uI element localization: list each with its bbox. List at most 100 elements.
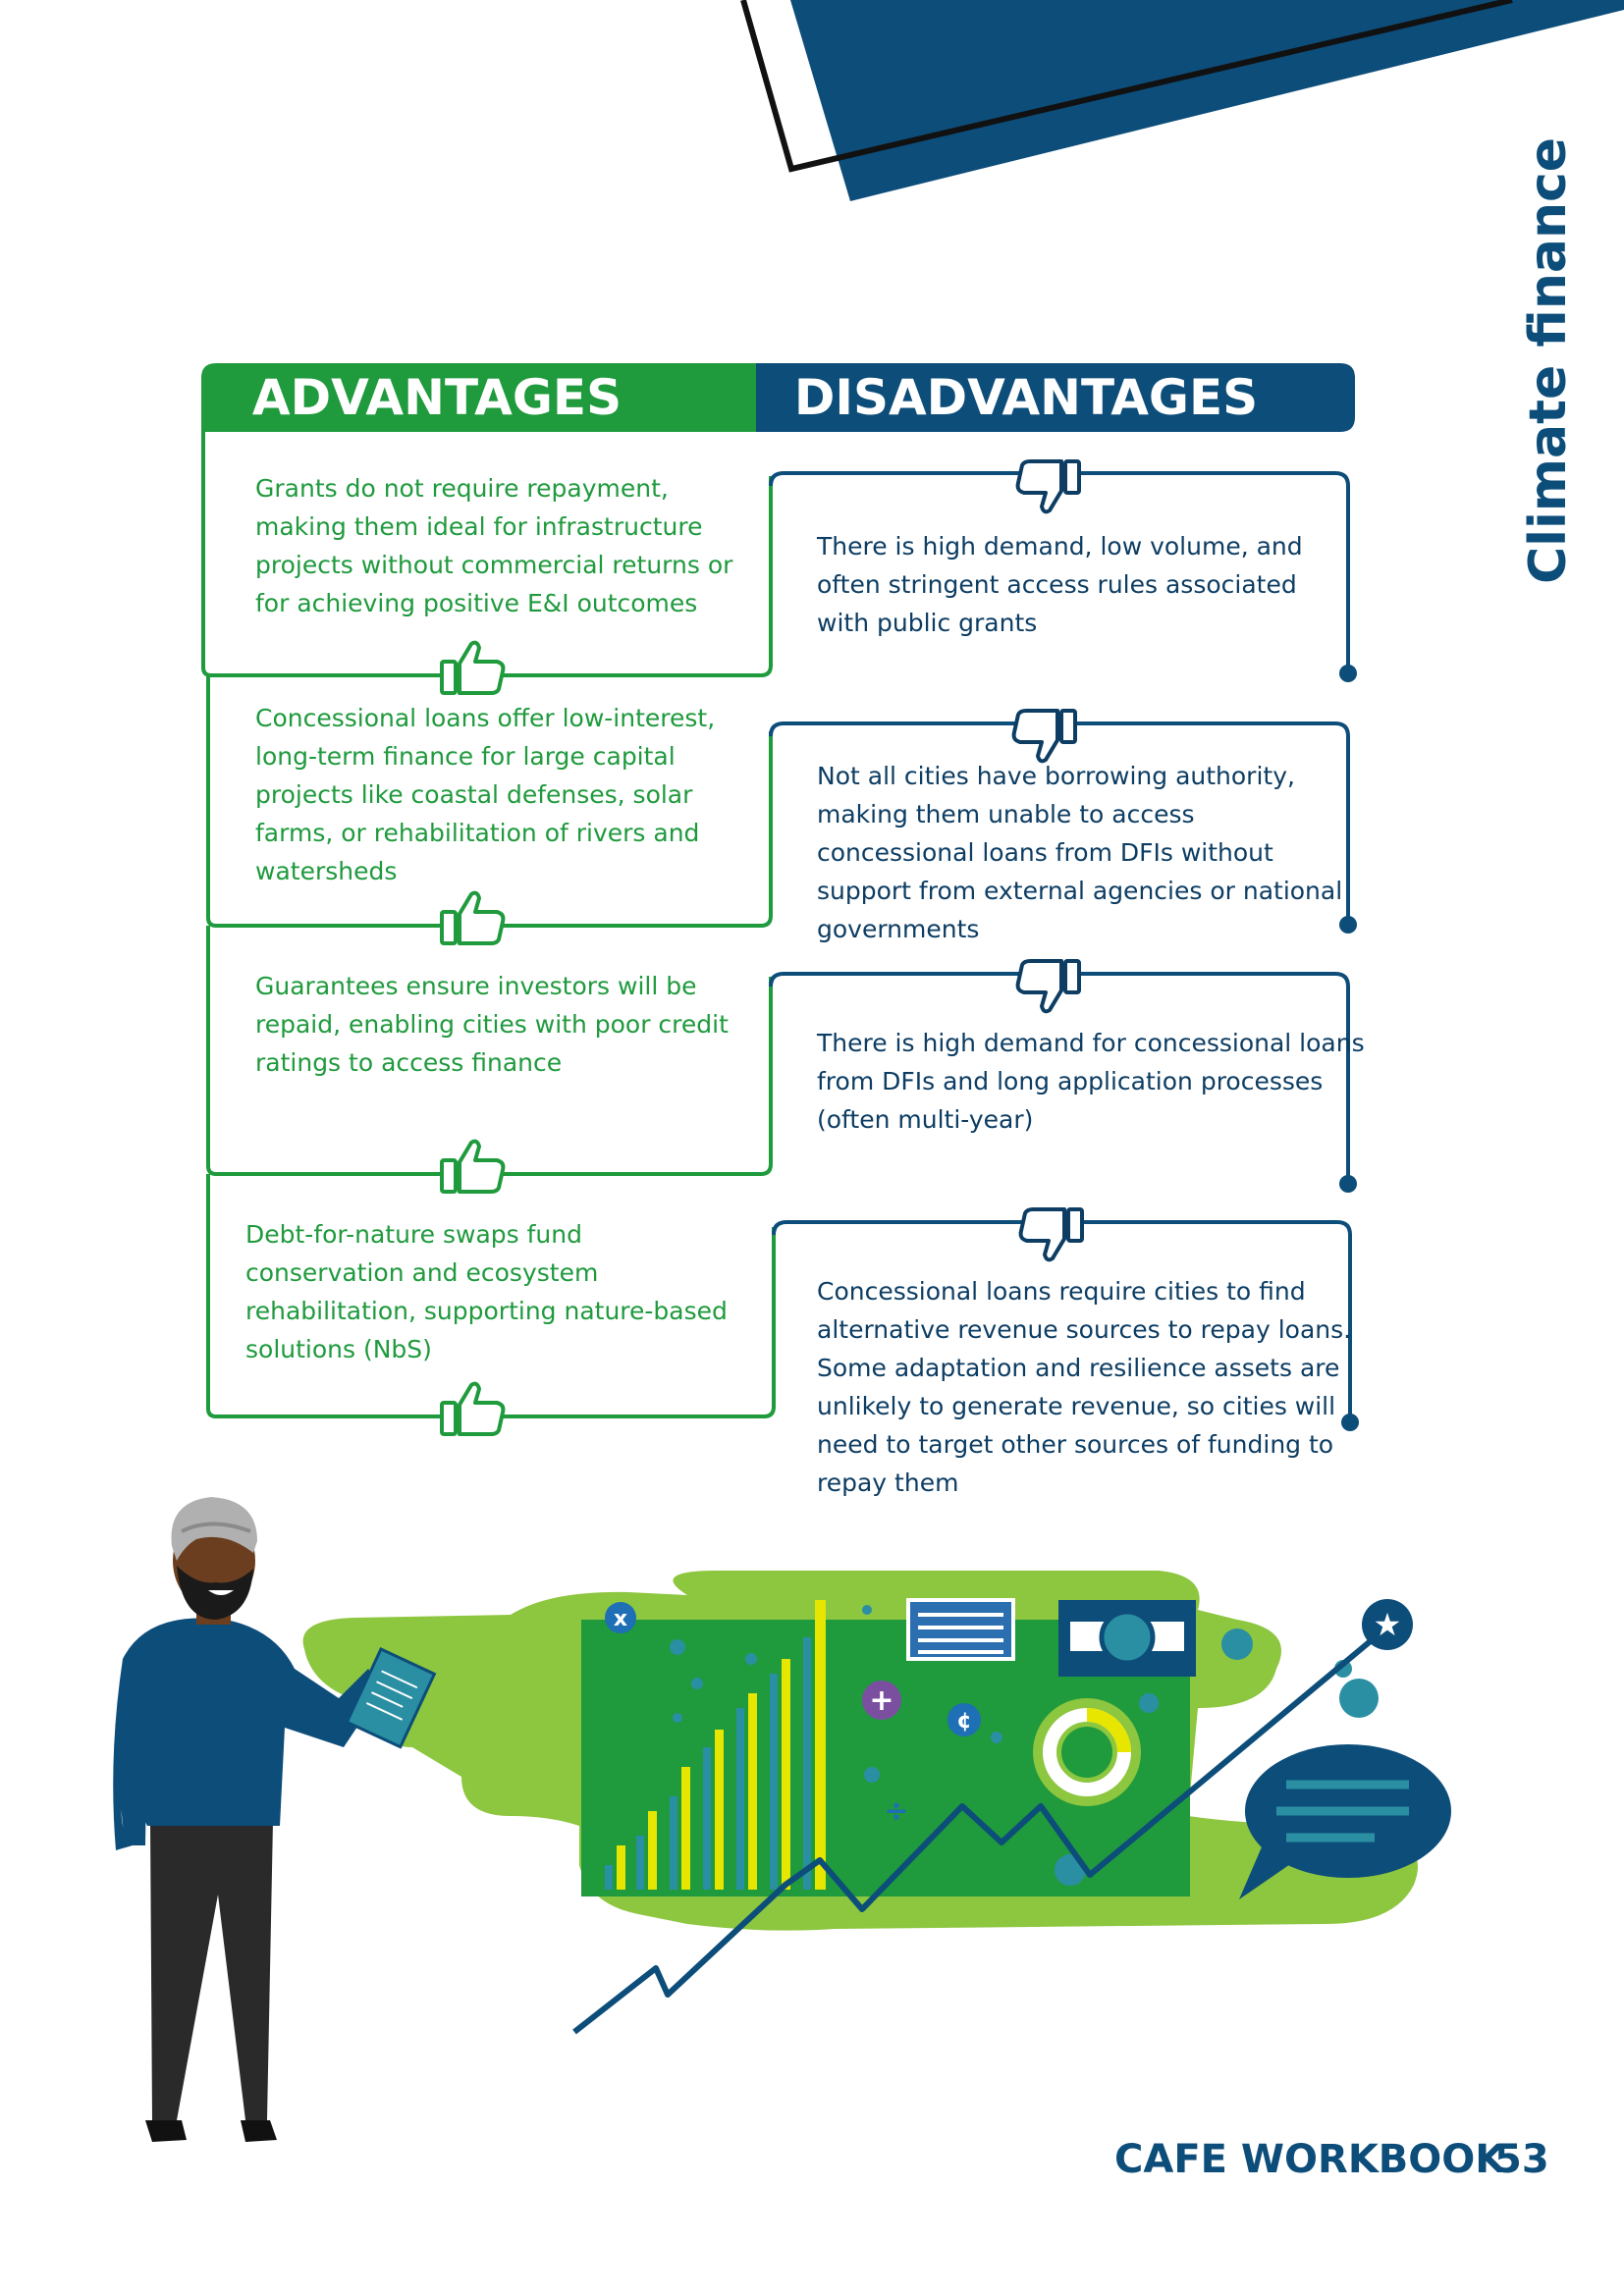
bar-teal <box>703 1747 711 1890</box>
presenter-smile <box>208 1590 234 1595</box>
thumbs-down-icon <box>1018 1207 1084 1262</box>
text-line: alternative revenue sources to repay loa… <box>817 1315 1352 1344</box>
text-line: often stringent access rules associated <box>817 570 1297 599</box>
presenter-turban <box>171 1497 257 1561</box>
text-line: conservation and ecosystem <box>245 1258 599 1287</box>
bar-chart-bars <box>605 1600 826 1890</box>
text-line: Concessional loans offer low-interest, <box>255 704 716 732</box>
disadvantage-end-dots <box>1339 665 1359 1431</box>
presenter-figure <box>113 1497 437 2142</box>
text-line: rehabilitation, supporting nature-based <box>245 1297 728 1325</box>
text-line: projects without commercial returns or <box>255 551 733 579</box>
bar-yellow <box>715 1730 724 1890</box>
section-title: Climate finance <box>1519 136 1578 584</box>
text-line: need to target other sources of funding … <box>817 1430 1334 1459</box>
trend-line <box>572 1627 1386 2035</box>
disadvantage-item-2: Not all cities have borrowing authority,… <box>817 757 1342 948</box>
text-line: There is high demand, low volume, and <box>817 532 1303 561</box>
presenter-legs <box>150 1821 273 2120</box>
text-line: support from external agencies or nation… <box>817 877 1343 905</box>
disadvantages-header: DISADVANTAGES <box>793 369 1259 426</box>
bar-yellow <box>617 1845 625 1890</box>
bar-yellow <box>681 1767 690 1890</box>
disadvantage-connector-3 <box>769 972 1350 1180</box>
presenter-shoes <box>145 2120 277 2142</box>
thumbs-down-icon <box>1015 459 1081 514</box>
text-line: unlikely to generate revenue, so cities … <box>817 1392 1336 1420</box>
end-dot-4 <box>1341 1414 1359 1431</box>
thumbs-down-icon <box>1011 709 1077 764</box>
bar-teal <box>803 1637 811 1890</box>
thumbs-up-icon <box>440 640 506 695</box>
bar-yellow <box>782 1659 790 1890</box>
disadvantage-item-4: Concessional loans require cities to fin… <box>817 1272 1351 1502</box>
text-line: (often multi-year) <box>817 1105 1034 1134</box>
text-line: repay them <box>817 1468 959 1497</box>
end-dot-1 <box>1339 665 1357 682</box>
text-line: for achieving positive E&I outcomes <box>255 589 698 617</box>
advantage-item-1: Grants do not require repayment, making … <box>255 469 732 622</box>
speech-bubble <box>1239 1744 1451 1899</box>
times-symbol: x <box>614 1607 627 1631</box>
text-line: from DFIs and long application processes <box>817 1067 1324 1095</box>
text-line: Not all cities have borrowing authority, <box>817 762 1295 790</box>
page-number: 53 <box>1494 2137 1549 2182</box>
disadvantage-connector-2 <box>769 721 1350 921</box>
plus-symbol-circle <box>862 1681 901 1720</box>
end-dot-2 <box>1339 916 1357 934</box>
presenter-torso <box>113 1618 383 1850</box>
disadvantage-connector-4 <box>772 1220 1352 1418</box>
advantage-item-3: Guarantees ensure investors will be repa… <box>255 967 729 1082</box>
flag-card-lines <box>918 1613 1003 1654</box>
disadvantage-item-1: There is high demand, low volume, and of… <box>817 527 1303 642</box>
divide-symbol: ÷ <box>884 1794 908 1829</box>
star-icon: ★ <box>1374 1606 1402 1643</box>
advantage-item-4: Debt-for-nature swaps fund conservation … <box>245 1215 728 1368</box>
text-line: repaid, enabling cities with poor credit <box>255 1010 729 1039</box>
bar-yellow <box>748 1693 757 1890</box>
finance-illustration: x + ¢ ÷ ★ <box>113 1497 1451 2142</box>
donut-segment <box>1086 1708 1131 1753</box>
text-line: concessional loans from DFIs without <box>817 838 1273 867</box>
advantage-item-2: Concessional loans offer low-interest, l… <box>255 699 715 890</box>
banknote-coin <box>1099 1609 1156 1666</box>
text-line: solutions (NbS) <box>245 1335 432 1363</box>
bar-teal <box>605 1865 613 1890</box>
top-banner-outline <box>740 0 1513 173</box>
advantages-header-bar <box>201 363 761 432</box>
text-line: watersheds <box>255 857 398 885</box>
plus-symbol: + <box>869 1683 893 1718</box>
text-line: There is high demand for concessional lo… <box>817 1029 1365 1057</box>
thumbs-down-icon <box>1015 959 1081 1014</box>
disadvantage-item-3: There is high demand for concessional lo… <box>817 1024 1365 1139</box>
text-line: governments <box>817 915 980 943</box>
end-dot-3 <box>1339 1175 1357 1193</box>
text-line: projects like coastal defenses, solar <box>255 780 693 809</box>
donut-center <box>1061 1727 1112 1778</box>
text-line: Some adaptation and resilience assets ar… <box>817 1354 1340 1382</box>
disadvantage-connector-1 <box>769 471 1350 669</box>
thumbs-up-icon <box>440 1139 506 1194</box>
bar-teal <box>770 1674 778 1890</box>
advantages-header: ADVANTAGES <box>251 369 623 426</box>
presenter-tablet <box>345 1647 437 1749</box>
text-line: with public grants <box>817 609 1038 637</box>
thumbs-up-icon <box>440 890 506 945</box>
bar-yellow <box>648 1811 657 1890</box>
text-line: making them unable to access <box>817 800 1195 828</box>
thumbs-up-icon <box>440 1381 506 1436</box>
text-line: making them ideal for infrastructure <box>255 512 703 541</box>
bar-teal <box>670 1796 677 1890</box>
text-line: Grants do not require repayment, <box>255 474 669 503</box>
top-banner-shape <box>790 0 1624 201</box>
bar-teal <box>636 1836 644 1890</box>
footer-label: CAFE WORKBOOK <box>1114 2137 1506 2182</box>
cent-symbol-circle <box>947 1703 981 1736</box>
text-line: Debt-for-nature swaps fund <box>245 1220 582 1249</box>
text-line: Guarantees ensure investors will be <box>255 972 697 1000</box>
disadvantages-header-bar <box>756 363 1355 432</box>
text-line: farms, or rehabilitation of rivers and <box>255 819 700 847</box>
bar-teal <box>736 1708 744 1890</box>
